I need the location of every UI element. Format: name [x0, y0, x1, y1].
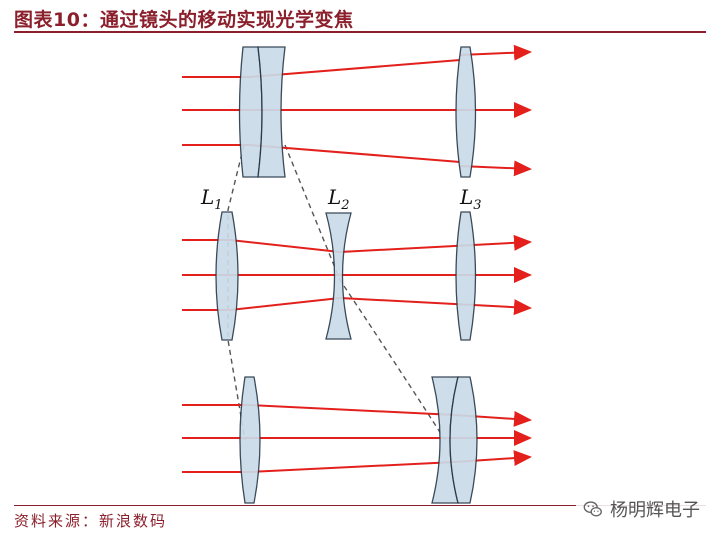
lens-label-l3: L3	[459, 185, 482, 213]
lens-path-dashed-lines	[227, 144, 446, 441]
watermark-text: 杨明辉电子	[610, 500, 700, 521]
rays-top	[182, 44, 532, 177]
lens-l2-middle	[325, 212, 352, 340]
lens-l3-middle	[455, 211, 477, 341]
source-note: 资料来源：新浪数码	[14, 512, 168, 530]
lens-l1-bottom	[239, 376, 261, 504]
title-bar: 图表10：通过镜头的移动实现光学变焦	[0, 0, 720, 34]
lens-l1-top	[238, 46, 263, 178]
lens-label-l2: L2	[327, 185, 350, 213]
page-title: 图表10：通过镜头的移动实现光学变焦	[14, 9, 354, 31]
lens-l2-top	[257, 46, 286, 178]
lens-l1-middle	[215, 211, 239, 341]
rays-bottom	[182, 404, 532, 473]
lens-label-l1: L1	[200, 185, 223, 213]
lens-l3-top	[455, 46, 477, 178]
zoom-lens-diagram: L1 L2 L3	[182, 44, 532, 504]
config-bottom	[182, 376, 532, 504]
watermark: 杨明辉电子	[576, 494, 706, 524]
config-middle: L1 L2 L3	[182, 185, 532, 341]
footer-rule	[14, 505, 706, 506]
lens-l3-bottom	[449, 376, 478, 504]
title-rule	[14, 31, 706, 33]
config-top	[182, 44, 532, 178]
wechat-icon	[583, 501, 602, 517]
